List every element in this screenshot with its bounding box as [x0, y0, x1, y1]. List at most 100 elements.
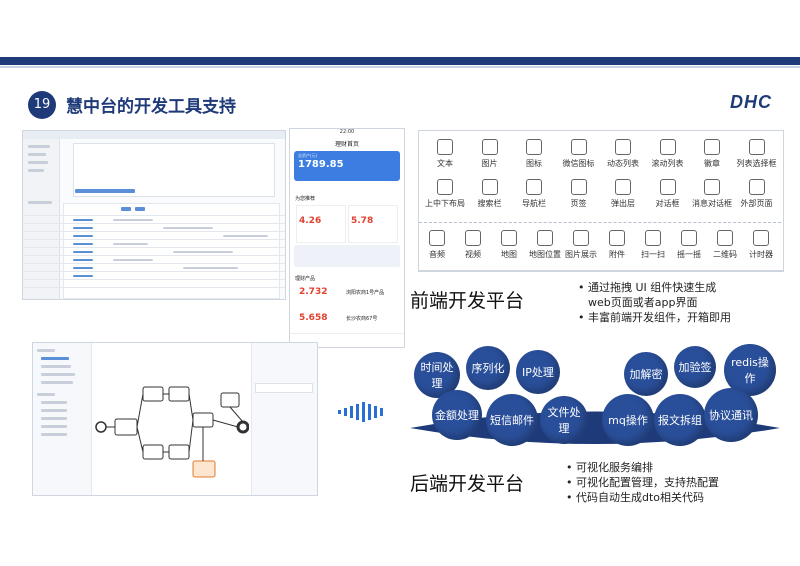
- component-label: 对话框: [655, 199, 680, 208]
- component-basic-7[interactable]: 列表选择框: [735, 139, 779, 169]
- workflow-designer-screenshot: [32, 342, 318, 496]
- nav-icon: [526, 179, 542, 195]
- workflow-diagram: [95, 386, 249, 478]
- component-media-4[interactable]: 图片展示: [563, 230, 599, 260]
- layout-icon: [437, 179, 453, 195]
- backend-bubble-left-0: 时间处理: [414, 352, 460, 398]
- component-label: 摇一摇: [677, 250, 701, 259]
- backend-bubble-left-3: 金额处理: [432, 390, 482, 440]
- backend-bullets: • 可视化服务编排 • 可视化配置管理，支持热配置 • 代码自动生成dto相关代…: [566, 460, 786, 505]
- phone-time: 22:00: [290, 129, 404, 138]
- qrcode-icon: [717, 230, 733, 246]
- scroll-list-icon: [659, 139, 676, 155]
- component-media-1[interactable]: 视频: [455, 230, 491, 260]
- product-name-2: 长沙农商67号: [346, 316, 378, 322]
- backend-bubble-left-4: 短信邮件: [486, 394, 538, 446]
- frontend-bullet-2: web页面或者app界面: [588, 296, 698, 309]
- component-layout-6[interactable]: 消息对话框: [690, 179, 734, 209]
- frontend-bullet-3: • 丰富前端开发组件，开箱即用: [578, 311, 731, 324]
- product-rate-2: 5.658: [299, 313, 328, 323]
- component-basic-3[interactable]: 微信图标: [557, 139, 601, 169]
- arrow-icon: [338, 402, 383, 422]
- slide-title: 慧中台的开发工具支持: [66, 97, 236, 117]
- component-label: 弹出层: [611, 199, 635, 208]
- admin-table-screenshot: [22, 130, 286, 300]
- gallery-icon: [573, 230, 589, 246]
- component-label: 动态列表: [607, 159, 639, 168]
- badge-icon: [704, 139, 720, 155]
- search-icon: [481, 179, 498, 195]
- message-dialog-icon: [704, 179, 720, 195]
- backend-title: 后端开发平台: [410, 473, 525, 495]
- component-label: 地图位置: [529, 250, 561, 259]
- top-divider: [0, 66, 800, 68]
- component-layout-5[interactable]: 对话框: [646, 179, 690, 209]
- palette-divider: [419, 222, 781, 223]
- slide-number-badge: 19: [28, 91, 56, 119]
- component-basic-1[interactable]: 图片: [468, 139, 512, 169]
- component-label: 视频: [465, 250, 481, 259]
- component-label: 滚动列表: [651, 159, 684, 168]
- attachment-icon: [609, 230, 625, 246]
- component-media-6[interactable]: 扫一扫: [635, 230, 671, 260]
- video-icon: [465, 230, 481, 246]
- component-media-0[interactable]: 音频: [419, 230, 455, 260]
- backend-bubble-left-5: 文件处理: [540, 396, 588, 444]
- component-layout-2[interactable]: 导航栏: [512, 179, 556, 209]
- component-layout-7[interactable]: 外部页面: [735, 179, 779, 209]
- backend-bubble-left-1: 序列化: [466, 346, 510, 390]
- component-row-media: 音频 视频 地图 地图位置图片展示 附件 扫一扫 摇一摇 二维码 计时器: [418, 226, 784, 271]
- text-icon: [437, 139, 453, 155]
- company-logo: DHC: [730, 92, 772, 112]
- component-label: 扫一扫: [641, 250, 665, 259]
- component-label: 附件: [609, 250, 625, 259]
- component-basic-2[interactable]: 图标: [512, 139, 556, 169]
- component-label: 地图: [501, 250, 517, 259]
- component-media-8[interactable]: 二维码: [707, 230, 743, 260]
- component-media-2[interactable]: 地图: [491, 230, 527, 260]
- component-basic-0[interactable]: 文本: [423, 139, 467, 169]
- balance-label: 总资产(元): [298, 153, 318, 158]
- component-label: 消息对话框: [692, 199, 732, 208]
- component-basic-4[interactable]: 动态列表: [601, 139, 645, 169]
- component-layout-4[interactable]: 弹出层: [601, 179, 645, 209]
- component-label: 音频: [429, 250, 445, 259]
- component-label: 页签: [570, 199, 587, 208]
- component-label: 图标: [526, 159, 542, 168]
- component-label: 上中下布局: [425, 199, 465, 208]
- map-icon: [501, 230, 517, 246]
- component-layout-3[interactable]: 页签: [557, 179, 601, 209]
- products-label: 理财产品: [295, 276, 316, 282]
- component-label: 二维码: [713, 250, 737, 259]
- recommend-rate-2: 5.78: [351, 216, 374, 226]
- component-media-9[interactable]: 计时器: [743, 230, 779, 260]
- smile-icon: [526, 139, 542, 155]
- top-banner-bar: [0, 57, 800, 65]
- recommend-label: 为您推荐: [295, 196, 316, 202]
- component-basic-6[interactable]: 徽章: [690, 139, 734, 169]
- component-label: 微信图标: [562, 159, 595, 168]
- component-label: 列表选择框: [736, 159, 777, 168]
- component-media-5[interactable]: 附件: [599, 230, 635, 260]
- backend-bubble-right-1: 加验签: [674, 346, 716, 388]
- backend-bullet-3: • 代码自动生成dto相关代码: [566, 491, 705, 504]
- component-label: 外部页面: [740, 199, 773, 208]
- component-media-3[interactable]: 地图位置: [527, 230, 563, 260]
- mobile-app-screenshot: 22:00 理财首页 总资产(元) 1789.85 为您推荐 4.26 5.78…: [289, 128, 405, 348]
- component-label: 计时器: [749, 250, 773, 259]
- component-media-7[interactable]: 摇一摇: [671, 230, 707, 260]
- balance-value: 1789.85: [298, 159, 344, 170]
- component-basic-5[interactable]: 滚动列表: [646, 139, 690, 169]
- backend-bullet-2: • 可视化配置管理，支持热配置: [566, 476, 719, 489]
- component-label: 文本: [437, 159, 453, 168]
- component-label: 图片展示: [565, 250, 597, 259]
- component-layout-1[interactable]: 搜索栏: [468, 179, 512, 209]
- component-layout-0[interactable]: 上中下布局: [423, 179, 467, 209]
- backend-bubble-right-5: 协议通讯: [704, 388, 758, 442]
- frontend-bullets: • 通过拖拽 UI 组件快速生成 web页面或者app界面 • 丰富前端开发组件…: [578, 280, 788, 325]
- component-label: 图片: [481, 159, 498, 168]
- product-name-1: 浏阳农商1号产品: [346, 290, 385, 296]
- map-pin-icon: [537, 230, 553, 246]
- timer-icon: [753, 230, 769, 246]
- product-rate-1: 2.732: [299, 287, 328, 297]
